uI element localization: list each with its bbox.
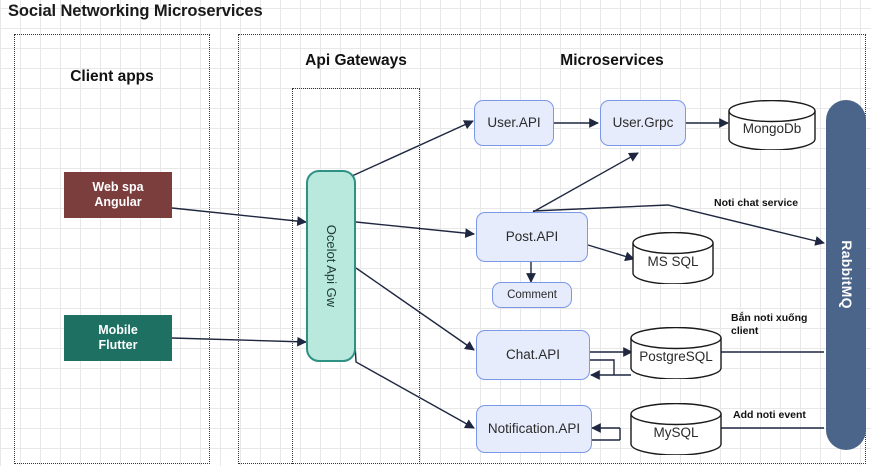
database-label-mysql: MySQL — [653, 425, 699, 440]
database-label-postgresql: PostgreSQL — [639, 349, 713, 364]
client-box-web-spa-angular[interactable]: Web spa Angular — [64, 172, 172, 218]
gateway-label: Ocelot Api Gw — [323, 224, 339, 308]
client-label-mobile-flutter: Mobile Flutter — [98, 322, 138, 352]
client-box-mobile-flutter[interactable]: Mobile Flutter — [64, 315, 172, 361]
cylinder-icon — [728, 99, 816, 151]
database-label-mongodb: MongoDb — [742, 121, 802, 136]
service-box-comment[interactable]: Comment — [492, 282, 572, 308]
edge-label-add-noti-event: Add noti event — [733, 409, 806, 421]
service-label-comment: Comment — [507, 288, 557, 301]
lane-title-microservices: Microservices — [560, 52, 664, 69]
edge-label-ban-noti-xuong-client: Bắn noti xuống client — [731, 312, 808, 338]
broker-label-rabbitmq: RabbitMQ — [838, 240, 855, 310]
service-box-user-api[interactable]: User.API — [474, 100, 554, 146]
cylinder-icon — [632, 231, 714, 285]
edge-label-noti-chat-service: Noti chat service — [714, 197, 799, 209]
service-label-user-api: User.API — [487, 114, 541, 130]
service-label-notification-api: Notification.API — [487, 420, 581, 436]
lane-client-apps — [14, 34, 210, 464]
database-postgresql[interactable]: PostgreSQL — [630, 326, 722, 380]
service-box-user-grpc[interactable]: User.Grpc — [600, 100, 686, 146]
gateway-box-ocelot-api-gw[interactable]: Ocelot Api Gw — [306, 170, 356, 362]
service-box-chat-api[interactable]: Chat.API — [476, 330, 590, 380]
broker-box-rabbitmq[interactable]: RabbitMQ — [826, 100, 866, 450]
page-title: Social Networking Microservices — [8, 2, 263, 20]
database-ms-sql[interactable]: MS SQL — [632, 231, 714, 285]
database-mongodb[interactable]: MongoDb — [728, 99, 816, 151]
lane-title-api-gateways: Api Gateways — [305, 52, 407, 69]
service-box-notification-api[interactable]: Notification.API — [476, 405, 592, 453]
client-label-web-spa-angular: Web spa Angular — [92, 179, 144, 209]
lane-title-client-apps: Client apps — [70, 68, 154, 85]
service-label-chat-api: Chat.API — [505, 346, 561, 362]
database-mysql[interactable]: MySQL — [630, 402, 722, 456]
service-label-post-api: Post.API — [505, 228, 559, 244]
service-box-post-api[interactable]: Post.API — [476, 212, 588, 262]
cylinder-icon — [630, 326, 722, 380]
cylinder-icon — [630, 402, 722, 456]
service-label-user-grpc: User.Grpc — [612, 114, 674, 130]
database-label-ms-sql: MS SQL — [647, 254, 699, 269]
